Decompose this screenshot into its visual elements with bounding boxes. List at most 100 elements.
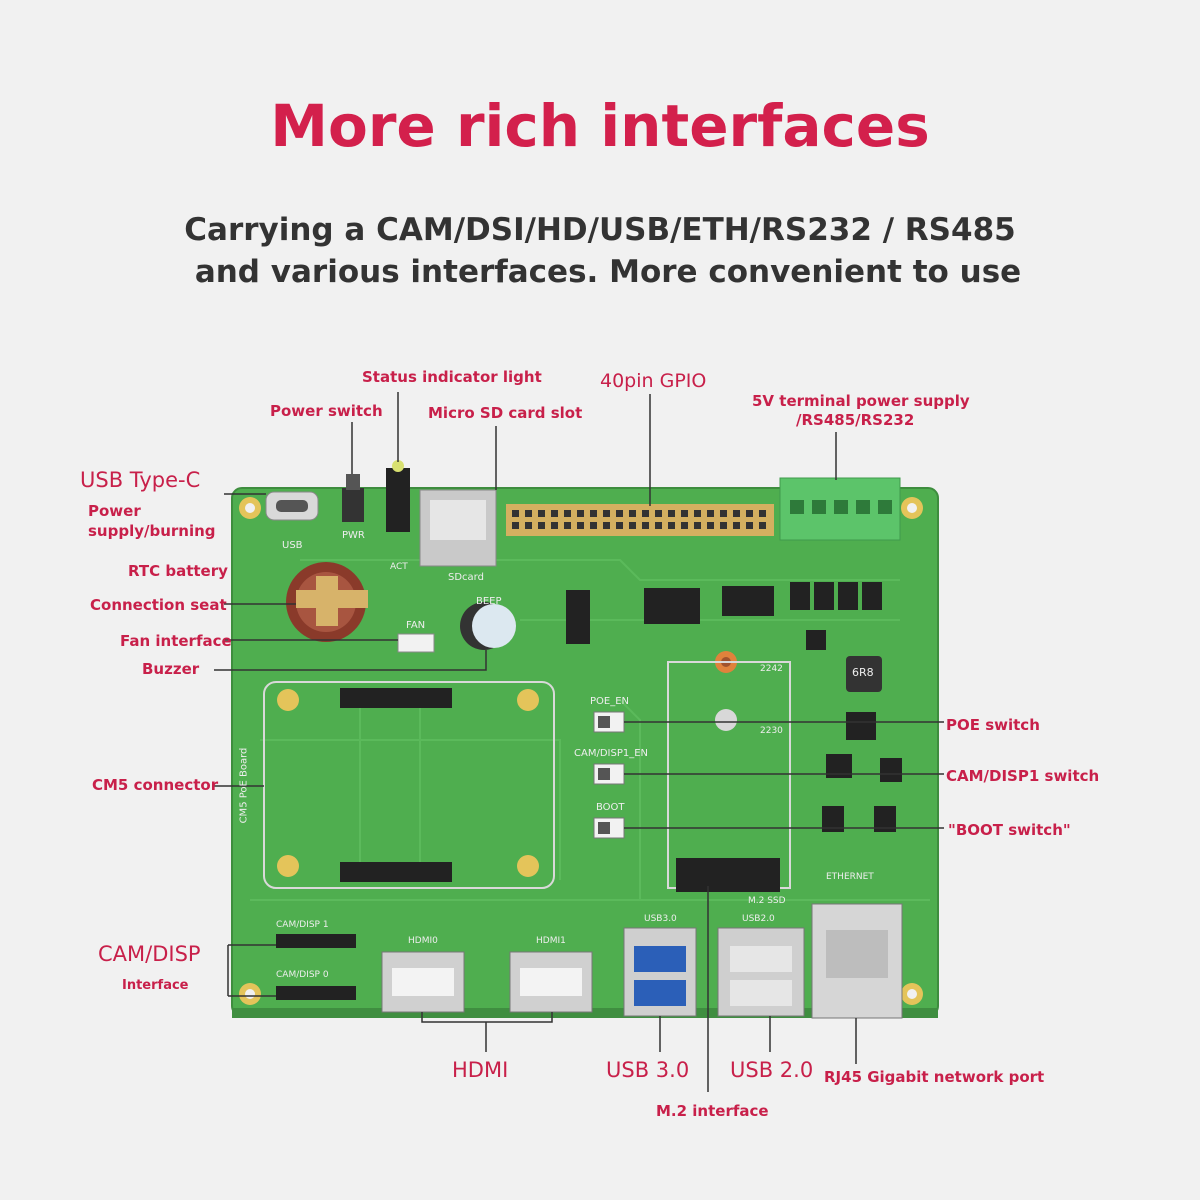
silk-hdmi1: HDMI1: [536, 936, 566, 946]
gpio-pin: [707, 510, 714, 517]
gpio-pin: [655, 510, 662, 517]
silk-act: ACT: [390, 562, 408, 572]
gpio-pin: [564, 522, 571, 529]
gpio-pin: [642, 522, 649, 529]
silk-2230: 2230: [760, 726, 783, 736]
gpio-pin: [629, 522, 636, 529]
silk-usb2: USB2.0: [742, 914, 775, 924]
silk-m2-ssd: M.2 SSD: [748, 896, 786, 906]
cam-disp1-connector: [276, 934, 356, 948]
cam-disp0-connector: [276, 986, 356, 1000]
gpio-pin: [525, 510, 532, 517]
gpio-pin: [512, 510, 519, 517]
callout-status-light: Status indicator light: [362, 368, 542, 386]
gpio-pin: [746, 522, 753, 529]
callout-hdmi: HDMI: [452, 1058, 509, 1082]
gpio-pin: [551, 522, 558, 529]
gpio-pin: [512, 522, 519, 529]
subtitle-line-1: Carrying a CAM/DSI/HD/USB/ETH/RS232 / RS…: [184, 212, 1016, 248]
silk-cam-disp0: CAM/DISP 0: [276, 970, 329, 980]
gpio-pin: [707, 522, 714, 529]
gpio-header: [506, 504, 774, 536]
gpio-pin: [733, 522, 740, 529]
silk-hdmi0: HDMI0: [408, 936, 438, 946]
silk-cam-disp1-en: CAM/DISP1_EN: [574, 748, 649, 759]
gpio-pin: [746, 510, 753, 517]
gpio-pin: [603, 522, 610, 529]
callout-gpio: 40pin GPIO: [600, 370, 707, 392]
callout-rj45: RJ45 Gigabit network port: [824, 1068, 1045, 1086]
gpio-pin: [655, 522, 662, 529]
silk-inductor: 6R8: [852, 666, 874, 679]
callout-terminal-2: /RS485/RS232: [796, 411, 915, 429]
gpio-pin: [629, 510, 636, 517]
gpio-pin: [759, 522, 766, 529]
callout-fan-interface: Fan interface: [120, 632, 232, 650]
callout-power-switch: Power switch: [270, 402, 383, 420]
silk-pwr: PWR: [342, 530, 365, 541]
gpio-pin: [642, 510, 649, 517]
gpio-pin: [577, 522, 584, 529]
gpio-pin: [668, 510, 675, 517]
callout-rtc-battery: RTC battery: [128, 562, 228, 580]
gpio-pin: [538, 510, 545, 517]
callout-m2-interface: M.2 interface: [656, 1102, 769, 1120]
callout-poe-switch: POE switch: [946, 716, 1040, 734]
callout-interface: Interface: [122, 978, 189, 993]
callout-boot-switch: "BOOT switch": [948, 821, 1071, 839]
gpio-pin: [590, 522, 597, 529]
callout-buzzer: Buzzer: [142, 660, 200, 678]
status-led-part: [386, 468, 410, 532]
gpio-pin: [694, 510, 701, 517]
fan-header: [397, 633, 435, 653]
callout-cam-disp1-switch: CAM/DISP1 switch: [946, 767, 1100, 785]
cm5-connector-top: [340, 688, 452, 708]
m2-socket: [676, 858, 780, 892]
silk-usb3: USB3.0: [644, 914, 677, 924]
gpio-pin: [681, 510, 688, 517]
gpio-pin: [564, 510, 571, 517]
callout-power-burning-1: Power: [88, 502, 141, 520]
callout-terminal-1: 5V terminal power supply: [752, 392, 970, 410]
silk-cm5-board: CM5 PoE Board: [238, 747, 250, 824]
silk-cam-disp1: CAM/DISP 1: [276, 920, 329, 930]
gpio-pin: [720, 522, 727, 529]
gpio-pin: [668, 522, 675, 529]
silk-boot: BOOT: [596, 802, 625, 813]
gpio-pin: [720, 510, 727, 517]
gpio-pin: [525, 522, 532, 529]
callout-cm5-connector: CM5 connector: [92, 776, 219, 794]
callout-power-burning-2: supply/burning: [88, 522, 216, 540]
gpio-pin: [577, 510, 584, 517]
silk-ethernet: ETHERNET: [826, 872, 874, 882]
silk-poe-en: POE_EN: [590, 696, 630, 707]
mounting-holes: [239, 497, 923, 1005]
power-switch-part: [342, 488, 364, 522]
page-title: More rich interfaces: [270, 92, 930, 160]
gpio-pin: [694, 522, 701, 529]
gpio-pin: [538, 522, 545, 529]
silk-usb: USB: [282, 540, 303, 551]
gpio-pin: [590, 510, 597, 517]
silk-fan: FAN: [406, 620, 426, 631]
gpio-pin: [616, 522, 623, 529]
gpio-pin: [616, 510, 623, 517]
gpio-pin: [733, 510, 740, 517]
gpio-pin: [551, 510, 558, 517]
silk-sdcard: SDcard: [448, 572, 484, 583]
cm5-outline: [263, 681, 555, 889]
callout-connection-seat: Connection seat: [90, 596, 227, 614]
gpio-pin: [759, 510, 766, 517]
silk-beep: BEEP: [476, 596, 502, 607]
callout-usb20: USB 2.0: [730, 1058, 814, 1082]
gpio-pin: [681, 522, 688, 529]
silk-2242: 2242: [760, 664, 783, 674]
callout-cam-disp: CAM/DISP: [98, 942, 201, 966]
callout-micro-sd: Micro SD card slot: [428, 404, 583, 422]
subtitle-line-2: and various interfaces. More convenient …: [194, 254, 1022, 290]
gpio-pin: [603, 510, 610, 517]
callout-usb-type-c: USB Type-C: [80, 468, 201, 492]
cm5-connector-bottom: [340, 862, 452, 882]
callout-usb30: USB 3.0: [606, 1058, 690, 1082]
